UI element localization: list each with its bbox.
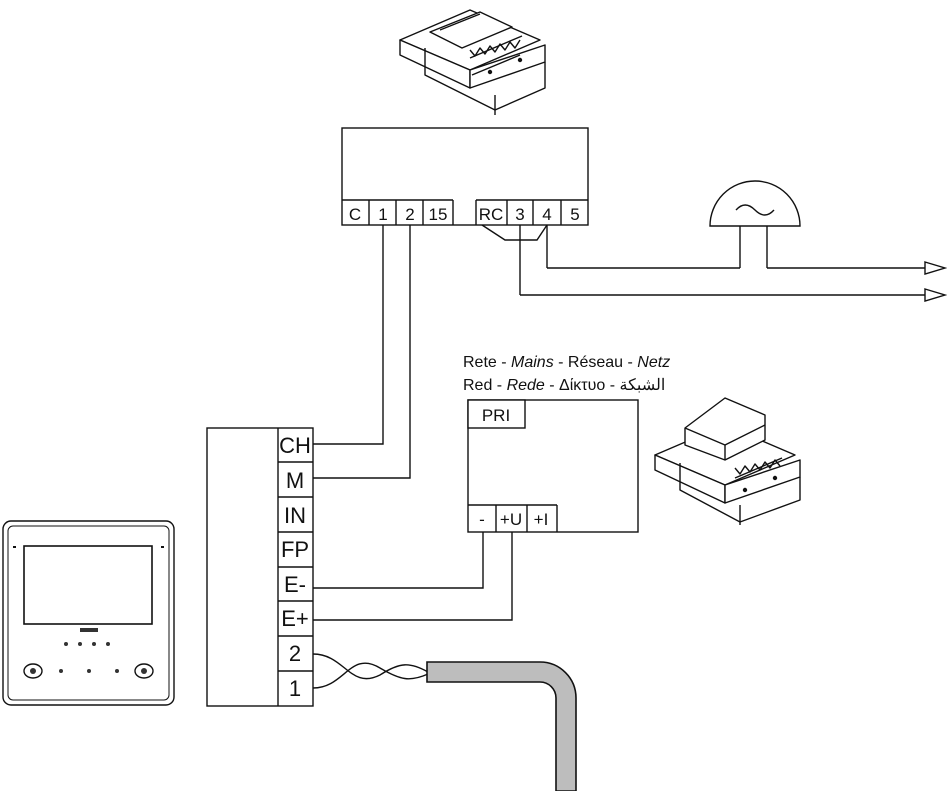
- top-terminal-1: 1: [378, 205, 387, 224]
- arrow-icon: [924, 261, 947, 275]
- top-module: C 1 2 15 RC 3 4 5: [341, 127, 589, 226]
- mains-caption-line1: Rete - Mains - Réseau - Netz: [463, 354, 670, 371]
- ps-terminal-plus-i: +I: [534, 510, 549, 529]
- power-supply: PRI - +U +I: [467, 399, 639, 533]
- terminal-e-minus: E-: [284, 572, 306, 597]
- mains-caption-line2: Red - Rede - Δίκτυο - الشبكة: [463, 377, 665, 394]
- din-rail-module-icon: [399, 9, 546, 115]
- terminal-ch: CH: [279, 433, 311, 458]
- top-terminal-4: 4: [542, 205, 551, 224]
- terminal-e-plus: E+: [281, 606, 309, 631]
- top-terminal-5: 5: [570, 205, 579, 224]
- terminal-1: 1: [289, 676, 301, 701]
- top-terminal-rc: RC: [479, 205, 504, 224]
- bell-icon: [709, 180, 801, 268]
- din-rail-power-supply-icon: [654, 397, 801, 525]
- ps-terminal-plus-u: +U: [500, 510, 522, 529]
- ps-terminal-minus: -: [479, 510, 485, 529]
- monitor-terminal-block: CH M IN FP E- E+ 2 1: [206, 427, 314, 707]
- power-wires: [313, 532, 513, 621]
- primary-label: PRI: [482, 406, 510, 425]
- twisted-pair-cable-icon: [312, 653, 577, 791]
- ch-m-wires: [313, 225, 411, 479]
- terminal-2: 2: [289, 641, 301, 666]
- terminal-in: IN: [284, 503, 306, 528]
- top-terminal-c: C: [349, 205, 361, 224]
- top-terminal-15: 15: [429, 205, 448, 224]
- video-monitor-icon: [2, 520, 175, 706]
- terminal-m: M: [286, 468, 304, 493]
- relay-contact: [481, 224, 548, 295]
- top-terminal-2: 2: [405, 205, 414, 224]
- terminal-fp: FP: [281, 537, 309, 562]
- output-lines: [520, 267, 925, 296]
- arrow-icon-2: [924, 288, 947, 302]
- top-terminal-3: 3: [515, 205, 524, 224]
